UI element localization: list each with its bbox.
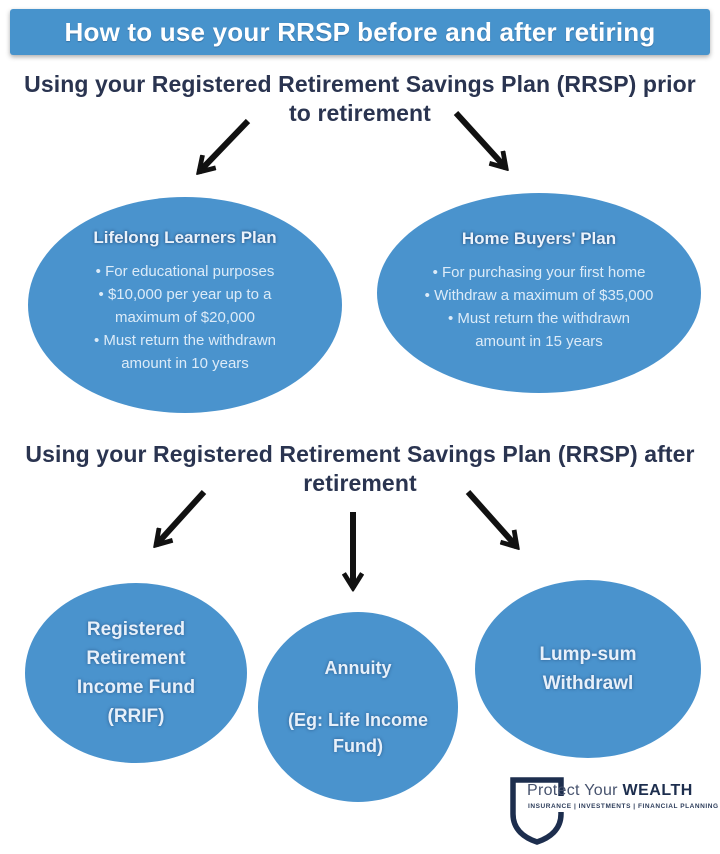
rrif-circle: Registered Retirement Income Fund (RRIF) xyxy=(25,583,247,763)
home-buyers-plan-ellipse: Home Buyers' Plan For purchasing your fi… xyxy=(377,193,701,393)
logo-wordmark: Protect Your WEALTH xyxy=(527,782,693,800)
home-buyers-plan-details: For purchasing your first home Withdraw … xyxy=(401,261,677,353)
shield-icon xyxy=(510,777,564,845)
protect-your-wealth-logo: Protect Your WEALTH INSURANCE | INVESTME… xyxy=(505,770,719,850)
bullet-item: For educational purposes xyxy=(59,260,311,283)
bullet-item: Must return the withdrawn amount in 10 y… xyxy=(59,329,311,375)
lifelong-learners-plan-ellipse: Lifelong Learners Plan For educational p… xyxy=(28,197,342,413)
lifelong-learners-plan-details: For educational purposes $10,000 per yea… xyxy=(59,260,311,375)
lifelong-learners-plan-title: Lifelong Learners Plan xyxy=(93,228,277,247)
bullet-item: Must return the withdrawn amount in 15 y… xyxy=(401,307,677,353)
logo-tagline: INSURANCE | INVESTMENTS | FINANCIAL PLAN… xyxy=(528,803,719,810)
logo-text-bold: WEALTH xyxy=(622,782,693,799)
bullet-item: Withdraw a maximum of $35,000 xyxy=(401,284,677,307)
title-banner: How to use your RRSP before and after re… xyxy=(10,9,710,55)
home-buyers-plan-title: Home Buyers' Plan xyxy=(461,229,617,248)
arrow-to-rrif xyxy=(156,489,207,545)
arrow-to-lifelong-learners-plan xyxy=(199,118,251,172)
lump-sum-withdrawal-circle: Lump-sum Withdrawl xyxy=(475,580,701,758)
bullet-item: $10,000 per year up to a maximum of $20,… xyxy=(59,283,311,329)
page-title: How to use your RRSP before and after re… xyxy=(64,16,656,47)
section-heading-after-retirement: Using your Registered Retirement Savings… xyxy=(25,441,695,496)
section-heading-before-retirement: Using your Registered Retirement Savings… xyxy=(24,71,696,126)
annuity-circle: Annuity (Eg: Life Income Fund) xyxy=(258,612,458,802)
bullet-item: For purchasing your first home xyxy=(401,261,677,284)
arrow-to-lump-sum xyxy=(465,490,517,547)
logo-text-regular: Protect Your xyxy=(527,782,623,799)
